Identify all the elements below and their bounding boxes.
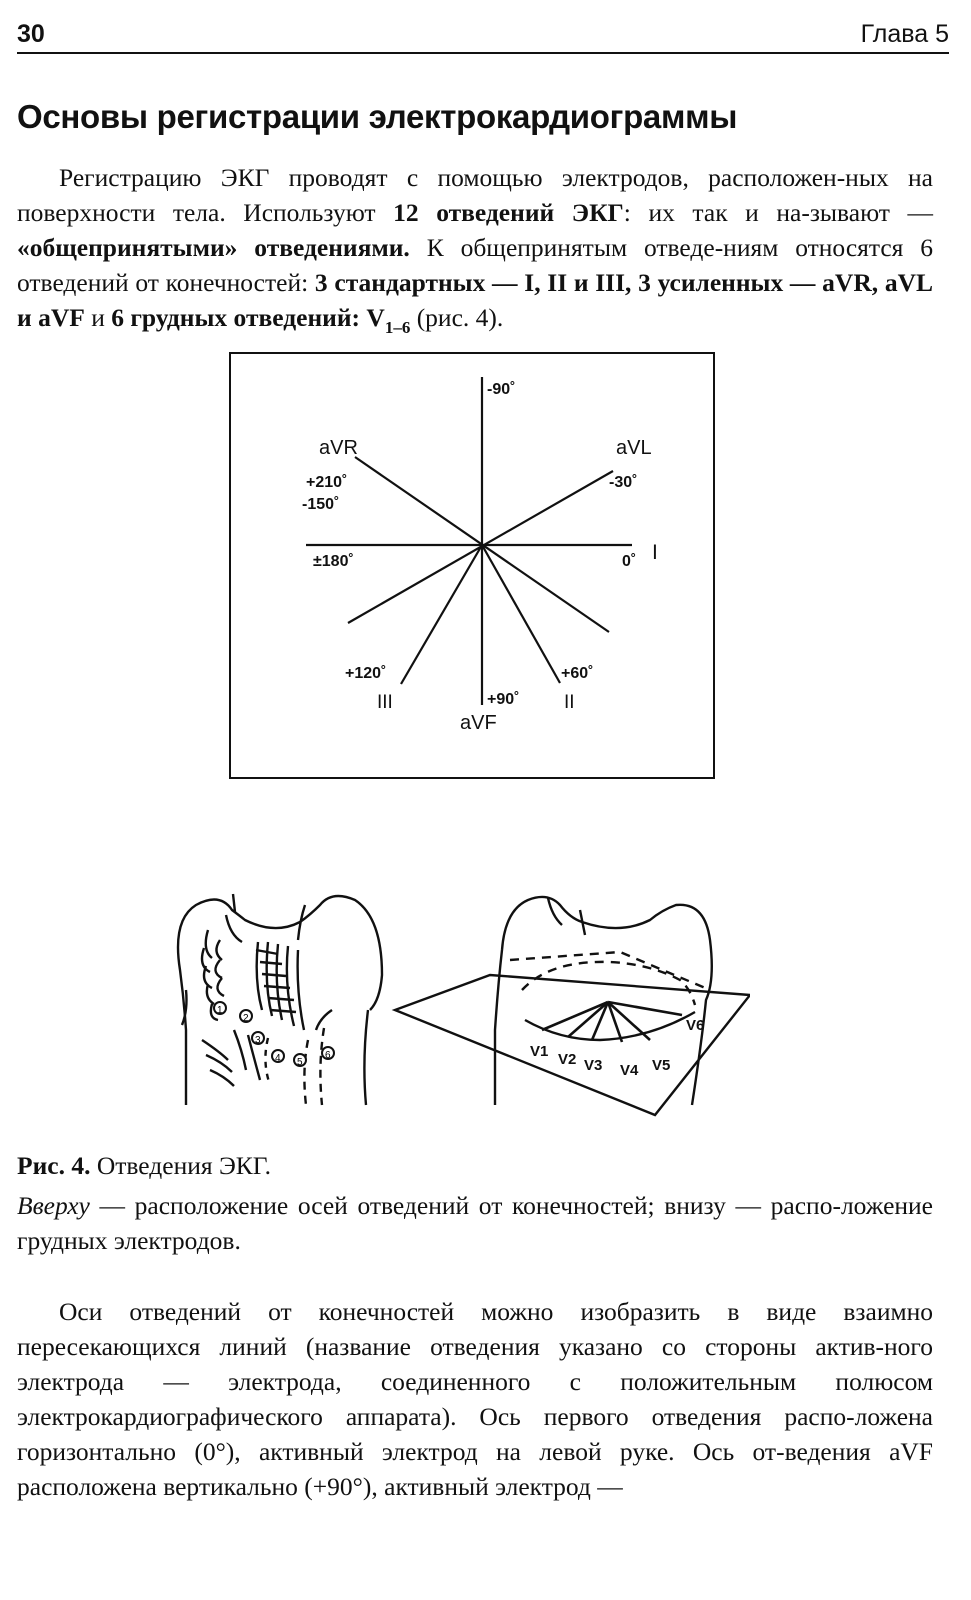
bold-run: 6 грудных отведений: V <box>111 303 385 332</box>
front-torso-drawing <box>176 893 384 1106</box>
chest-lead-vectors <box>541 1000 683 1043</box>
electrode-5 <box>293 1053 307 1067</box>
figure-title: Отведения ЭКГ. <box>90 1151 272 1180</box>
horizontal-plane-drawing <box>391 895 750 1117</box>
lead-iii-axis-line <box>400 544 483 685</box>
electrode-3 <box>251 1031 265 1045</box>
intro-paragraph: Регистрацию ЭКГ проводят с помощью элект… <box>17 160 933 345</box>
section-title: Основы регистрации электрокардиограммы <box>17 98 738 135</box>
figure-caption: Рис. 4. Отведения ЭКГ. <box>17 1148 933 1183</box>
label-v4: V4 <box>620 1062 639 1079</box>
hexaxial-figure: -90˚ aVR +210˚ -150˚ aVL -30˚ ±180˚ 0˚ I… <box>302 377 658 734</box>
label-avl: aVL <box>616 437 652 459</box>
electrode-2-label: 2 <box>243 1013 249 1024</box>
label-zero: 0˚ <box>622 553 636 570</box>
page-number: 30 <box>17 20 45 48</box>
label-plus-minus-180: ±180˚ <box>313 553 354 570</box>
label-v3: V3 <box>584 1057 602 1074</box>
label-lead-iii: III <box>377 692 393 713</box>
chest-electrode-figure: 1 2 3 4 5 6 <box>176 893 750 1117</box>
text-run: Регистрацию ЭКГ проводят с помощью элект… <box>17 163 933 227</box>
text-run: (рис. 4). <box>410 303 504 332</box>
electrode-1-label: 1 <box>217 1005 223 1016</box>
label-avf: aVF <box>460 712 497 734</box>
lead-ii-axis-line <box>481 544 561 684</box>
electrode-4-label: 4 <box>275 1053 281 1064</box>
lead-axis-diagram: -90˚ aVR +210˚ -150˚ aVL -30˚ ±180˚ 0˚ I… <box>229 352 715 779</box>
electrode-5-label: 5 <box>297 1057 303 1068</box>
label-minus-30: -30˚ <box>609 474 637 491</box>
label-minus-90: -90˚ <box>487 381 515 398</box>
text-run: и <box>84 303 112 332</box>
label-v1: V1 <box>530 1043 548 1060</box>
text-run: К общепринятым отведе-ниям относятся 6 о… <box>17 233 933 297</box>
figure-description-italic: Вверху <box>17 1191 90 1220</box>
electrode-markers: 1 2 3 4 5 6 <box>213 1001 335 1068</box>
label-v5: V5 <box>652 1057 670 1074</box>
electrode-4 <box>271 1049 285 1063</box>
subscript: 1–6 <box>384 318 411 337</box>
figure-number: Рис. 4. <box>17 1151 91 1180</box>
label-plus-120: +120˚ <box>345 665 386 682</box>
label-lead-i: I <box>652 541 658 564</box>
label-lead-ii: II <box>564 692 575 713</box>
label-minus-150: -150˚ <box>302 496 339 513</box>
bold-run: «общепринятыми» отведениями. <box>17 233 410 262</box>
chest-lead-labels: V1 V2 V3 V4 V5 V6 <box>530 1017 704 1079</box>
body-paragraph: Оси отведений от конечностей можно изобр… <box>17 1297 933 1501</box>
bold-run: 12 отведений ЭКГ <box>393 198 624 227</box>
avr-axis-line <box>354 456 610 633</box>
label-v6: V6 <box>686 1017 704 1034</box>
label-plus-90: +90˚ <box>487 691 519 708</box>
bold-run: 3 стандартных — I, II и III, 3 усиленных… <box>17 268 933 332</box>
text-run: : их так и на-зывают — <box>623 198 933 227</box>
electrode-6 <box>321 1046 335 1060</box>
electrode-1 <box>213 1001 227 1015</box>
electrode-3-label: 3 <box>255 1035 261 1046</box>
figure-description: Вверху — расположение осей отведений от … <box>17 1188 933 1258</box>
label-plus-210: +210˚ <box>306 474 347 491</box>
label-avr: aVR <box>319 437 358 459</box>
electrode-6-label: 6 <box>325 1050 331 1061</box>
running-head: 30 Глава 5 <box>17 18 949 54</box>
label-plus-60: +60˚ <box>561 665 593 682</box>
electrode-2 <box>239 1009 253 1023</box>
label-v2: V2 <box>558 1051 576 1068</box>
figure-description-text: — расположение осей отведений от конечно… <box>17 1191 933 1255</box>
chapter-title: Глава 5 <box>860 20 949 48</box>
